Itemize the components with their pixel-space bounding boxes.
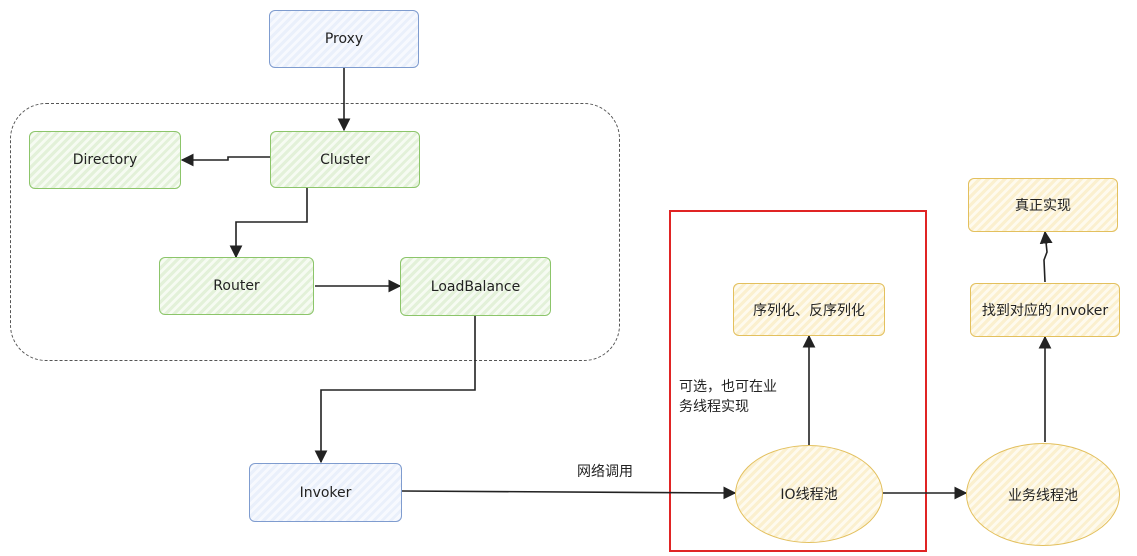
real-impl-node: 真正实现 [968, 178, 1118, 232]
loadbalance-node: LoadBalance [400, 257, 551, 316]
serialization-label: 序列化、反序列化 [753, 302, 865, 319]
find-invoker-label: 找到对应的 Invoker [981, 303, 1109, 319]
arrow-cluster-directory [180, 153, 270, 167]
router-node: Router [159, 257, 314, 315]
proxy-node: Proxy [269, 10, 419, 68]
network-call-label: 网络调用 [577, 464, 633, 480]
arrow-loadbalance-invoker [314, 316, 476, 464]
arrow-find-real [1039, 230, 1053, 283]
biz-thread-pool-label: 业务线程池 [1008, 487, 1078, 504]
io-thread-pool-node: IO线程池 [735, 445, 883, 543]
proxy-label: Proxy [324, 31, 364, 47]
highlight-box [669, 210, 927, 552]
invoker-node: Invoker [249, 463, 402, 522]
invoker-label: Invoker [299, 484, 352, 501]
optional-note-line1: 可选，也可在业 [679, 379, 777, 395]
directory-node: Directory [29, 131, 181, 189]
biz-thread-pool-node: 业务线程池 [966, 443, 1120, 546]
arrow-cluster-router [229, 188, 308, 259]
io-thread-pool-label: IO线程池 [780, 487, 838, 503]
arrow-invoker-io [401, 486, 737, 500]
router-label: Router [213, 278, 260, 294]
loadbalance-label: LoadBalance [430, 278, 521, 295]
optional-note-line2: 务线程实现 [679, 399, 749, 415]
cluster-label: Cluster [320, 151, 370, 168]
serialization-node: 序列化、反序列化 [733, 283, 885, 336]
find-invoker-node: 找到对应的 Invoker [970, 283, 1120, 337]
directory-label: Directory [72, 152, 138, 168]
cluster-node: Cluster [270, 131, 420, 188]
cluster-group-boundary [10, 103, 620, 361]
real-impl-label: 真正实现 [1015, 198, 1071, 214]
